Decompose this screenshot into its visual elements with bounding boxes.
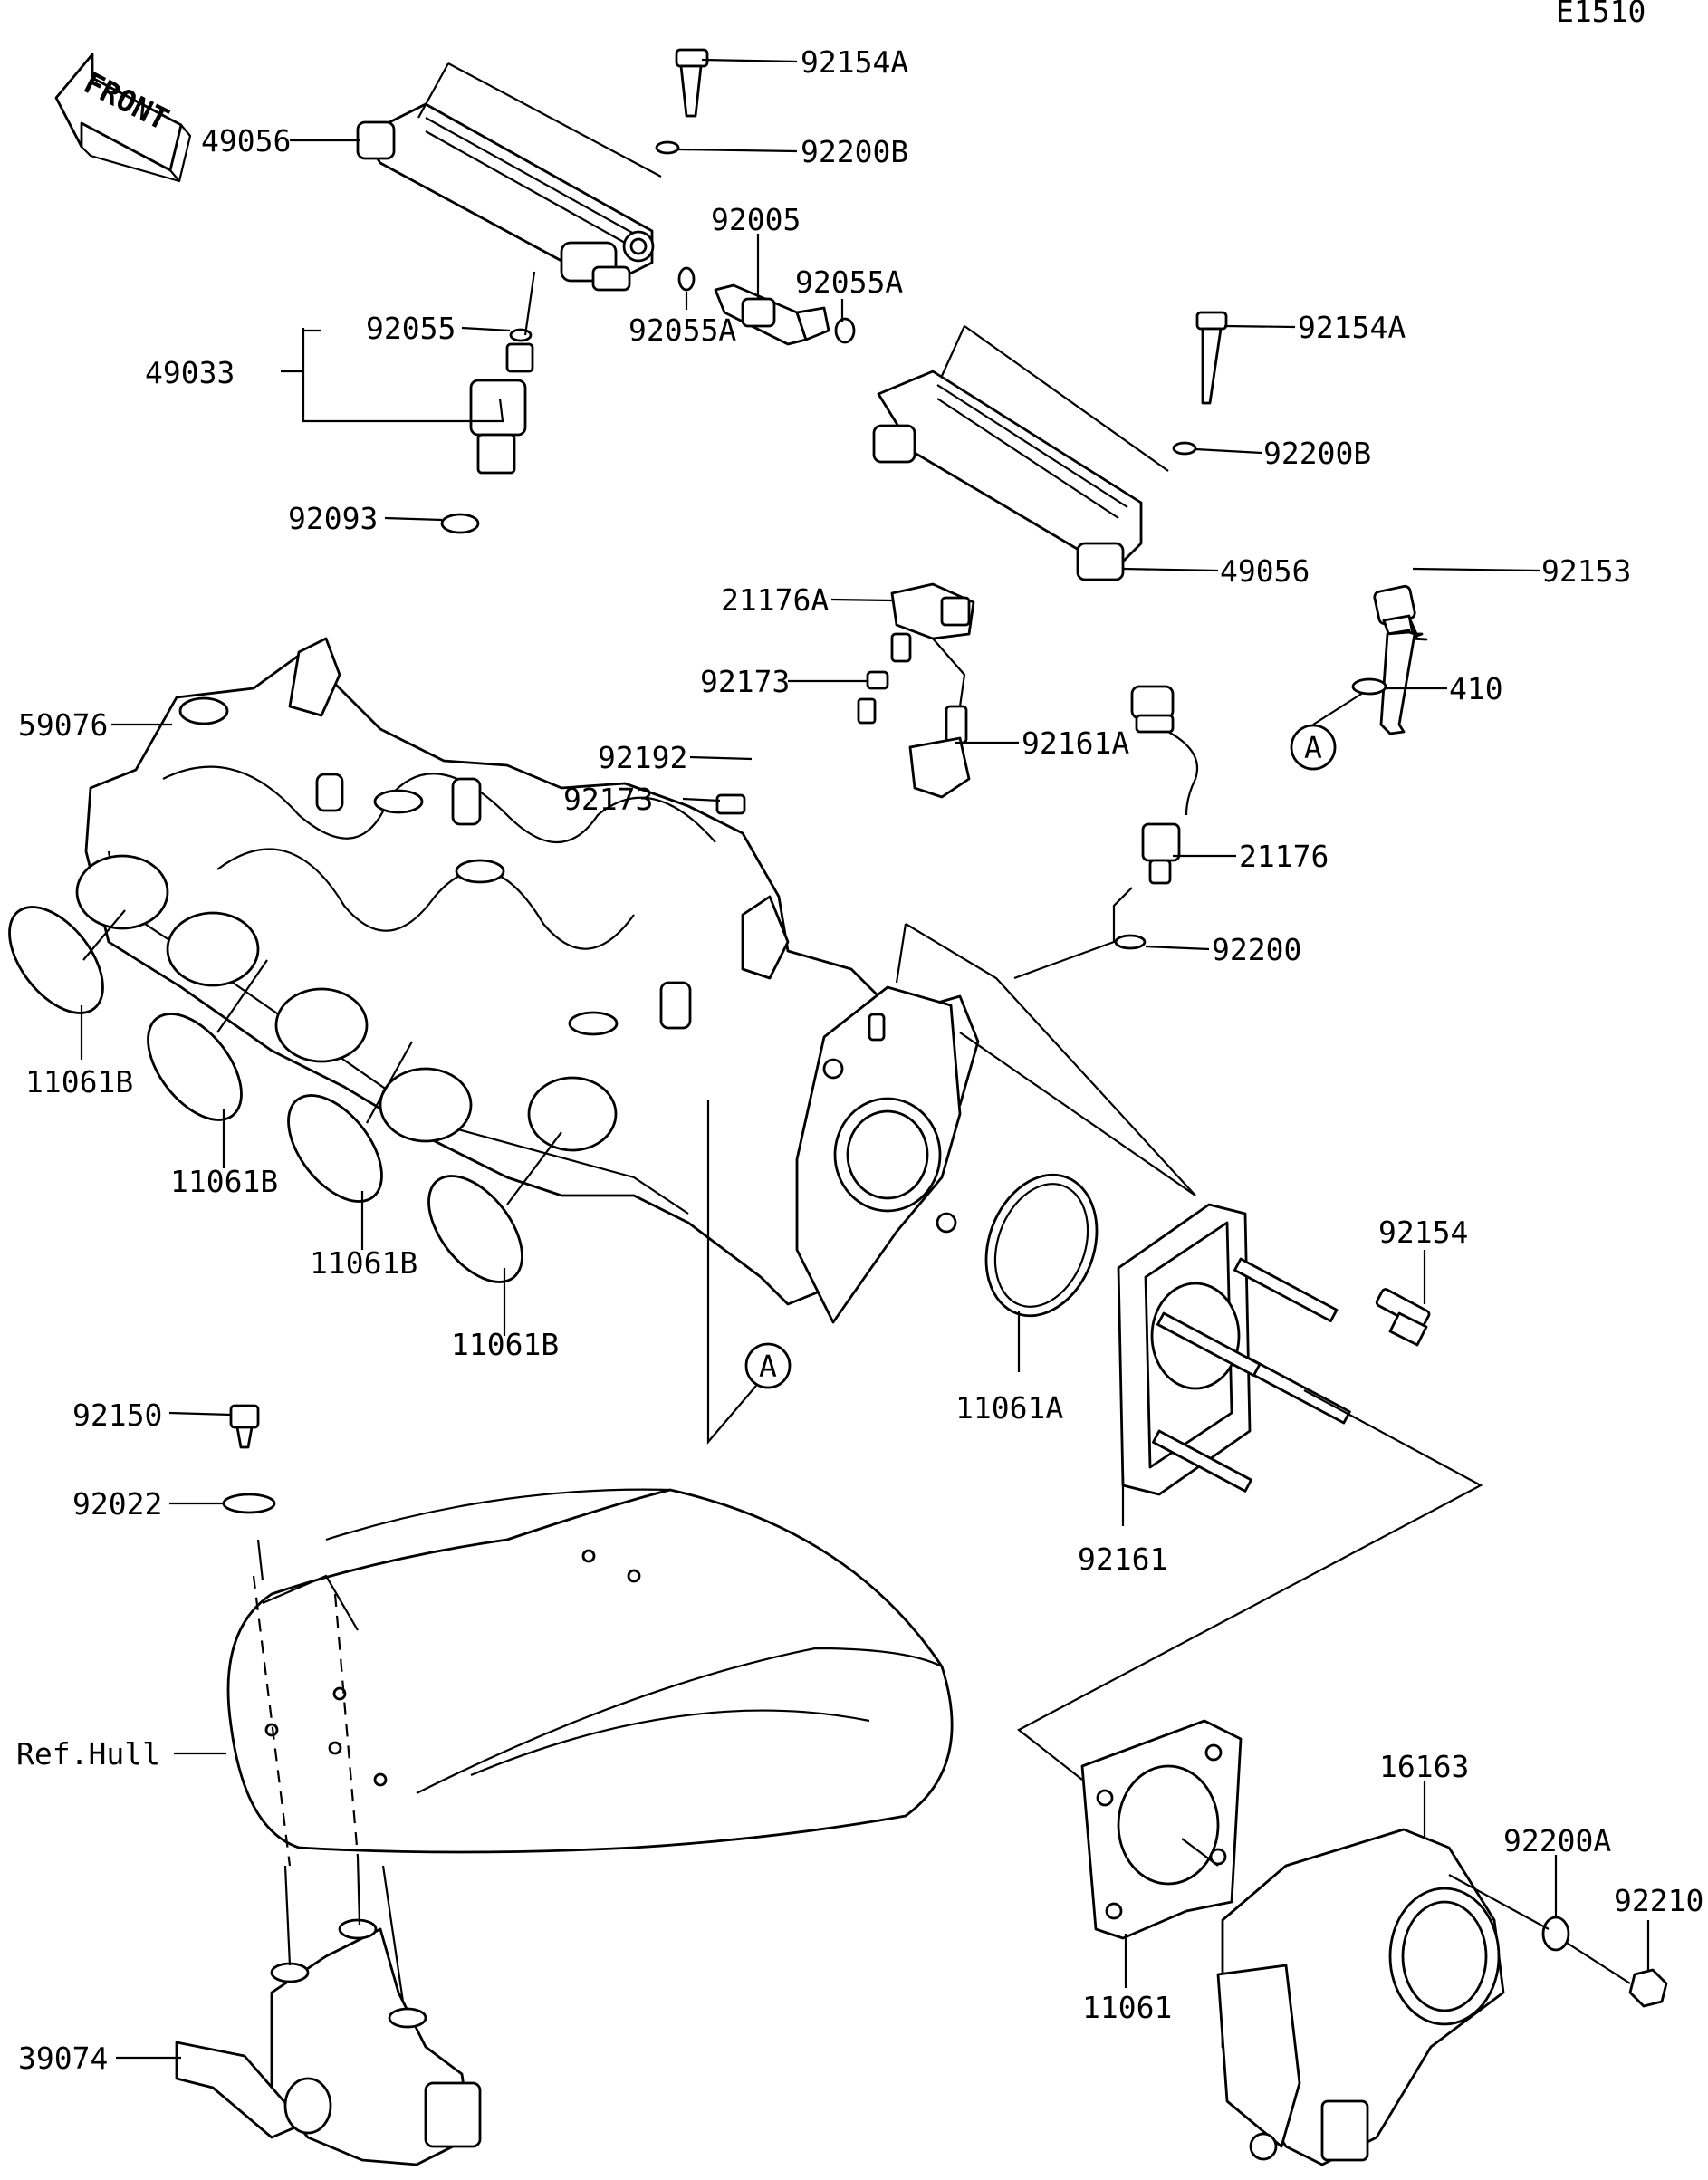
part-label: 410 [1449, 671, 1503, 706]
part-label: 92200B [801, 134, 908, 169]
part-label: 92055A [795, 264, 903, 300]
intake-manifold-59076 [75, 637, 980, 1324]
part-label: 49056 [201, 123, 291, 158]
part-label: 21176A [721, 582, 829, 618]
part-label: 92161 [1078, 1541, 1167, 1577]
bolt-92154a-top [675, 48, 709, 118]
throttle-body-16163 [1216, 1828, 1505, 2166]
part-label: 11061A [955, 1390, 1063, 1426]
part-label: 92173 [563, 782, 653, 817]
part-label: 92161A [1022, 725, 1129, 761]
callout-a-lower: A [744, 1342, 792, 1389]
sensor-92161a [908, 638, 971, 799]
callout-a-right: A [1290, 724, 1337, 771]
part-label: 92153 [1541, 553, 1631, 589]
part-label: 11061B [170, 1164, 278, 1199]
part-label: 92210 [1614, 1883, 1703, 1918]
adapter-plate-92161 [1117, 1203, 1351, 1496]
part-label: 49056 [1220, 553, 1310, 589]
part-label: 92055A [629, 312, 736, 348]
part-label: 92154 [1378, 1215, 1468, 1250]
part-label: 92200B [1263, 436, 1371, 471]
part-label: 92173 [700, 664, 790, 699]
part-label: 92154A [801, 44, 908, 80]
part-label: 11061B [25, 1064, 133, 1100]
bolt-92154 [1375, 1288, 1431, 1347]
sensor-21176a [890, 582, 975, 663]
bolt-92153 [1373, 584, 1428, 735]
svg-text:A: A [1304, 730, 1322, 765]
throttle-sensor-39074 [175, 1918, 482, 2166]
ref-hull-label: Ref.Hull [16, 1736, 160, 1772]
part-label: 92093 [288, 501, 378, 536]
front-arrow-icon: FRONT [54, 53, 192, 183]
part-label: 11061B [310, 1245, 417, 1281]
part-label: 49033 [145, 355, 235, 390]
fuel-injector-49033 [440, 328, 534, 534]
part-label: 11061B [451, 1327, 559, 1362]
part-label: 39074 [18, 2041, 108, 2076]
fuel-rail-left [356, 102, 655, 292]
hull-reference [226, 1488, 954, 1854]
part-label: 11061 [1082, 1990, 1172, 2025]
gasket-11061 [1080, 1719, 1243, 1940]
part-label: 92200 [1212, 932, 1301, 967]
fuel-rail-right [872, 370, 1143, 581]
part-label: 92022 [72, 1486, 162, 1522]
part-label: 59076 [18, 707, 108, 743]
gasket-11061b-set [8, 906, 523, 1283]
part-label: 92154A [1298, 310, 1406, 345]
part-label: 16163 [1379, 1749, 1469, 1784]
part-label: 21176 [1239, 839, 1329, 874]
part-label: 92150 [72, 1397, 162, 1433]
diagram-id: E1510 [1556, 0, 1646, 29]
part-label: 92200A [1503, 1823, 1611, 1858]
part-label: 92192 [598, 740, 687, 775]
svg-text:A: A [759, 1349, 777, 1384]
bolt-92150 [229, 1404, 260, 1449]
part-label: 92005 [711, 202, 801, 237]
part-label: 92055 [366, 311, 456, 346]
bolt-92154a-mid [1195, 311, 1228, 405]
sensor-21176 [1130, 685, 1199, 885]
hose-92192 [749, 697, 877, 780]
